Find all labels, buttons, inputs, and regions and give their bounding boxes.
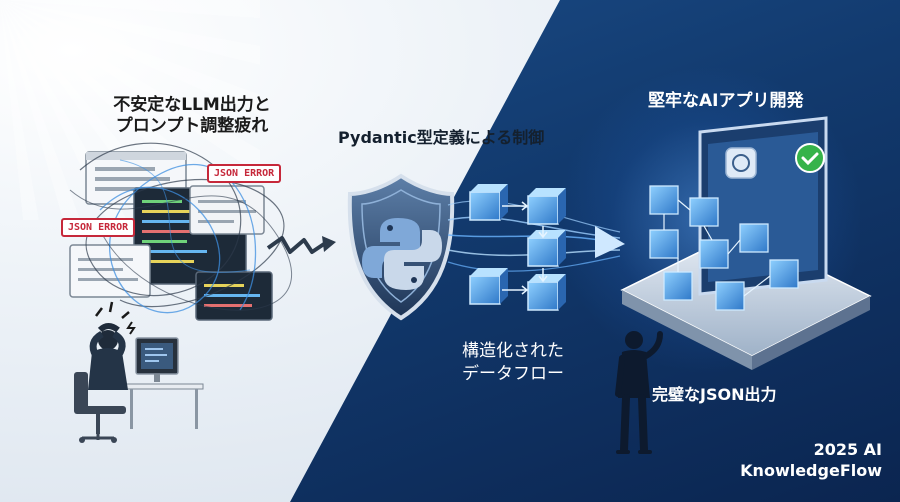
json-error-tag: JSON ERROR	[207, 164, 282, 183]
ai-app-platform	[620, 116, 872, 370]
problem-line-2: プロンプト調整疲れ	[115, 116, 269, 137]
brand-line-1: 2025 AI	[813, 440, 882, 459]
pydantic-shield	[347, 173, 455, 321]
flow-line-1: 構造化された	[462, 341, 564, 361]
zigzag-arrow	[266, 236, 336, 254]
stressed-developer	[74, 301, 204, 443]
brand-line-2: KnowledgeFlow	[740, 460, 882, 480]
confident-developer	[615, 331, 663, 454]
result-title: 堅牢なAIアプリ開発	[648, 91, 804, 111]
chaotic-code-windows	[69, 142, 293, 321]
check-badge-icon	[795, 143, 825, 173]
python-logo-icon	[362, 218, 442, 290]
structured-cubes	[469, 184, 566, 311]
problem-line-1: 不安定なLLM出力と	[113, 95, 271, 115]
problem-caption: 不安定なLLM出力と プロンプト調整疲れ	[92, 95, 292, 138]
brand-credit: 2025 AI KnowledgeFlow	[740, 440, 882, 482]
flow-line-2: データフロー	[462, 363, 564, 384]
pydantic-caption: Pydantic型定義による制御	[338, 128, 545, 147]
json-error-tag: JSON ERROR	[61, 218, 136, 237]
json-output-caption: 完璧なJSON出力	[652, 385, 777, 404]
flow-caption: 構造化された データフロー	[462, 340, 564, 386]
